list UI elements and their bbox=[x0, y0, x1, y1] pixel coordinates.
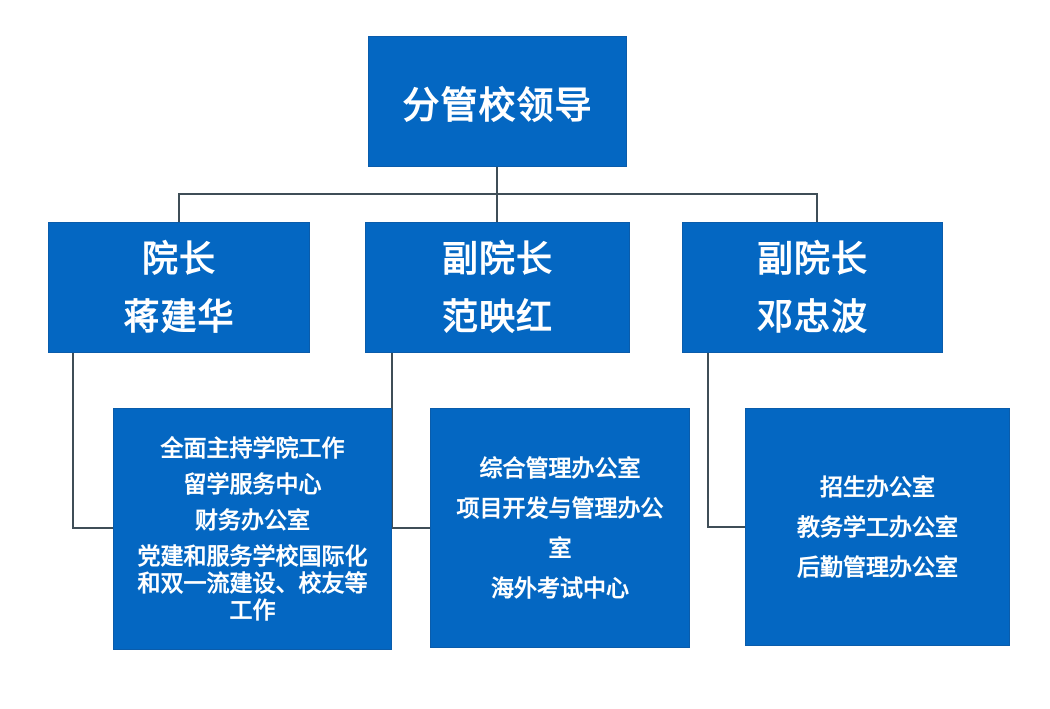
connector-elbow-right-horizontal bbox=[707, 526, 745, 528]
department-item: 教务学工办公室 bbox=[797, 514, 958, 540]
department-item: 留学服务中心 bbox=[183, 470, 322, 497]
department-item: 招生办公室 bbox=[820, 474, 935, 500]
department-item: 海外考试中心 bbox=[491, 575, 629, 601]
box-dean: 院长 蒋建华 bbox=[48, 222, 310, 353]
box-dean-departments: 全面主持学院工作 留学服务中心 财务办公室 党建和服务学校国际化和双一流建设、校… bbox=[113, 408, 392, 650]
leader-name: 范映红 bbox=[441, 296, 553, 337]
department-item: 党建和服务学校国际化和双一流建设、校友等工作 bbox=[137, 542, 368, 623]
department-item: 全面主持学院工作 bbox=[160, 434, 345, 461]
department-item: 项目开发与管理办公室 bbox=[456, 495, 664, 561]
box-vice-dean-2: 副院长 邓忠波 bbox=[682, 222, 943, 353]
connector-elbow-left-horizontal bbox=[72, 527, 113, 529]
leader-title: 副院长 bbox=[756, 238, 868, 279]
department-item: 综合管理办公室 bbox=[479, 455, 641, 481]
connector-left-drop bbox=[178, 193, 180, 222]
department-item: 后勤管理办公室 bbox=[797, 554, 958, 580]
box-vice-dean-1-departments: 综合管理办公室 项目开发与管理办公室 海外考试中心 bbox=[430, 408, 690, 648]
connector-elbow-left-vertical bbox=[72, 352, 74, 529]
connector-horizontal-bus bbox=[178, 193, 818, 195]
box-vice-dean-2-departments: 招生办公室 教务学工办公室 后勤管理办公室 bbox=[745, 408, 1010, 646]
connector-elbow-middle-horizontal bbox=[391, 527, 430, 529]
connector-root-drop bbox=[496, 167, 498, 223]
leader-title: 院长 bbox=[141, 238, 216, 279]
connector-elbow-right-vertical bbox=[707, 352, 709, 528]
root-title: 分管校领导 bbox=[402, 84, 593, 126]
connector-right-drop bbox=[816, 193, 818, 222]
connector-elbow-middle-vertical bbox=[391, 352, 393, 529]
leader-name: 邓忠波 bbox=[756, 296, 868, 337]
box-supervising-leaders: 分管校领导 bbox=[368, 36, 627, 167]
leader-name: 蒋建华 bbox=[123, 296, 235, 337]
leader-title: 副院长 bbox=[441, 238, 553, 279]
box-vice-dean-1: 副院长 范映红 bbox=[365, 222, 630, 353]
department-item: 财务办公室 bbox=[195, 506, 310, 533]
